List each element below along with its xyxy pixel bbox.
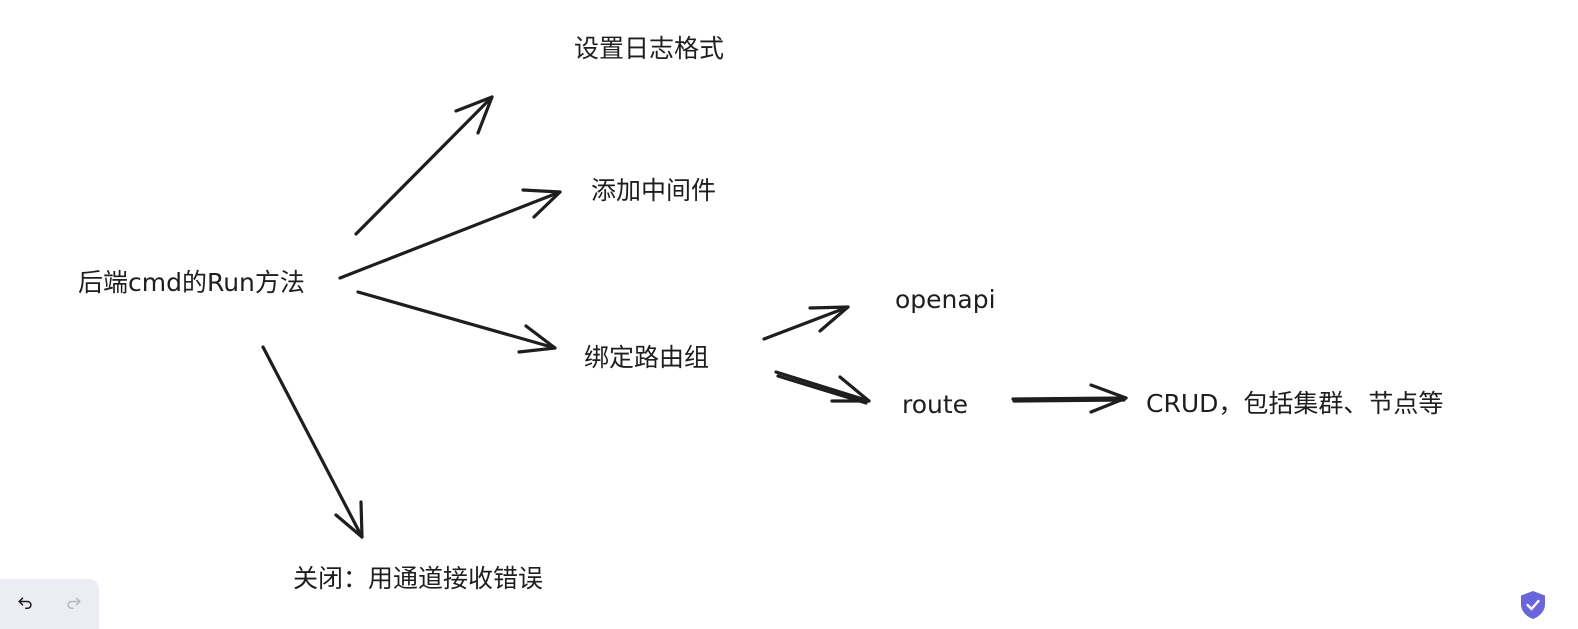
- arrow-root-to-middleware[interactable]: [338, 188, 562, 280]
- shield-check-icon[interactable]: [1519, 590, 1547, 620]
- node-middleware[interactable]: 添加中间件: [591, 176, 717, 205]
- arrow-route-to-crud[interactable]: [1011, 383, 1128, 414]
- node-openapi[interactable]: openapi: [895, 285, 996, 314]
- node-close[interactable]: 关闭：用通道接收错误: [293, 564, 544, 593]
- arrow-route-group-to-openapi[interactable]: [762, 305, 850, 341]
- node-log-format[interactable]: 设置日志格式: [574, 34, 725, 63]
- node-route-group[interactable]: 绑定路由组: [584, 343, 710, 372]
- node-root[interactable]: 后端cmd的Run方法: [78, 268, 305, 297]
- arrow-root-to-route-group[interactable]: [356, 290, 557, 354]
- undo-button[interactable]: [0, 579, 50, 629]
- node-crud[interactable]: CRUD，包括集群、节点等: [1146, 389, 1444, 418]
- undo-redo-toolbar: [0, 579, 99, 629]
- arrow-root-to-log-format[interactable]: [354, 95, 494, 236]
- undo-icon: [18, 597, 32, 610]
- arrow-root-to-close[interactable]: [261, 345, 364, 539]
- arrow-route-group-to-route[interactable]: [774, 370, 871, 405]
- redo-icon: [67, 597, 81, 610]
- redo-button[interactable]: [50, 579, 100, 629]
- node-route[interactable]: route: [902, 390, 969, 419]
